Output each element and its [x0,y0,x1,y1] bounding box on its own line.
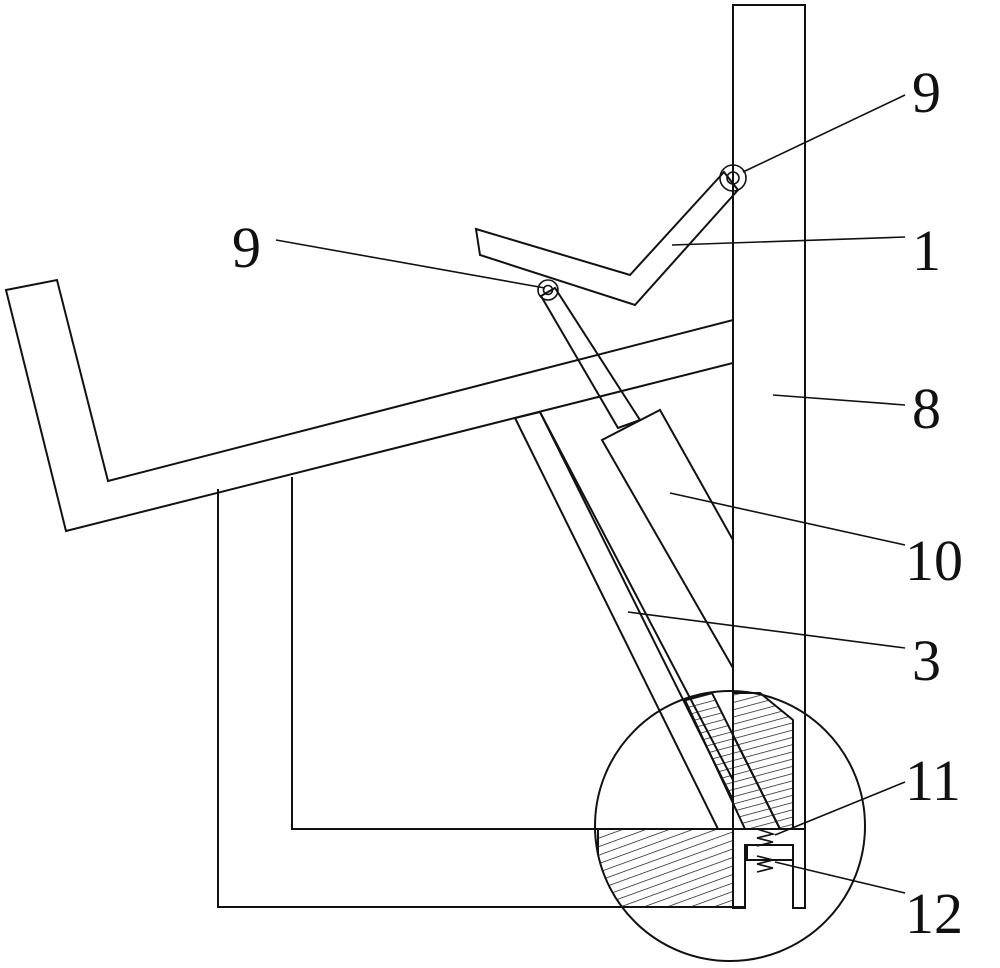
lever-1 [476,172,738,305]
label-3: 3 [912,628,941,693]
base-block-hatched [598,829,733,907]
leader-lines [276,95,905,893]
label-10: 10 [905,528,963,593]
label-9-lower: 9 [232,215,261,280]
strut-3 [515,412,733,829]
spring-housing [747,845,793,860]
cylinder-10 [602,410,733,668]
label-1: 1 [912,218,941,283]
seat-arm [6,280,733,531]
label-8: 8 [912,376,941,441]
pivot-lower [538,280,558,300]
label-11: 11 [905,748,961,813]
label-12: 12 [905,881,963,946]
label-9-upper: 9 [912,60,941,125]
